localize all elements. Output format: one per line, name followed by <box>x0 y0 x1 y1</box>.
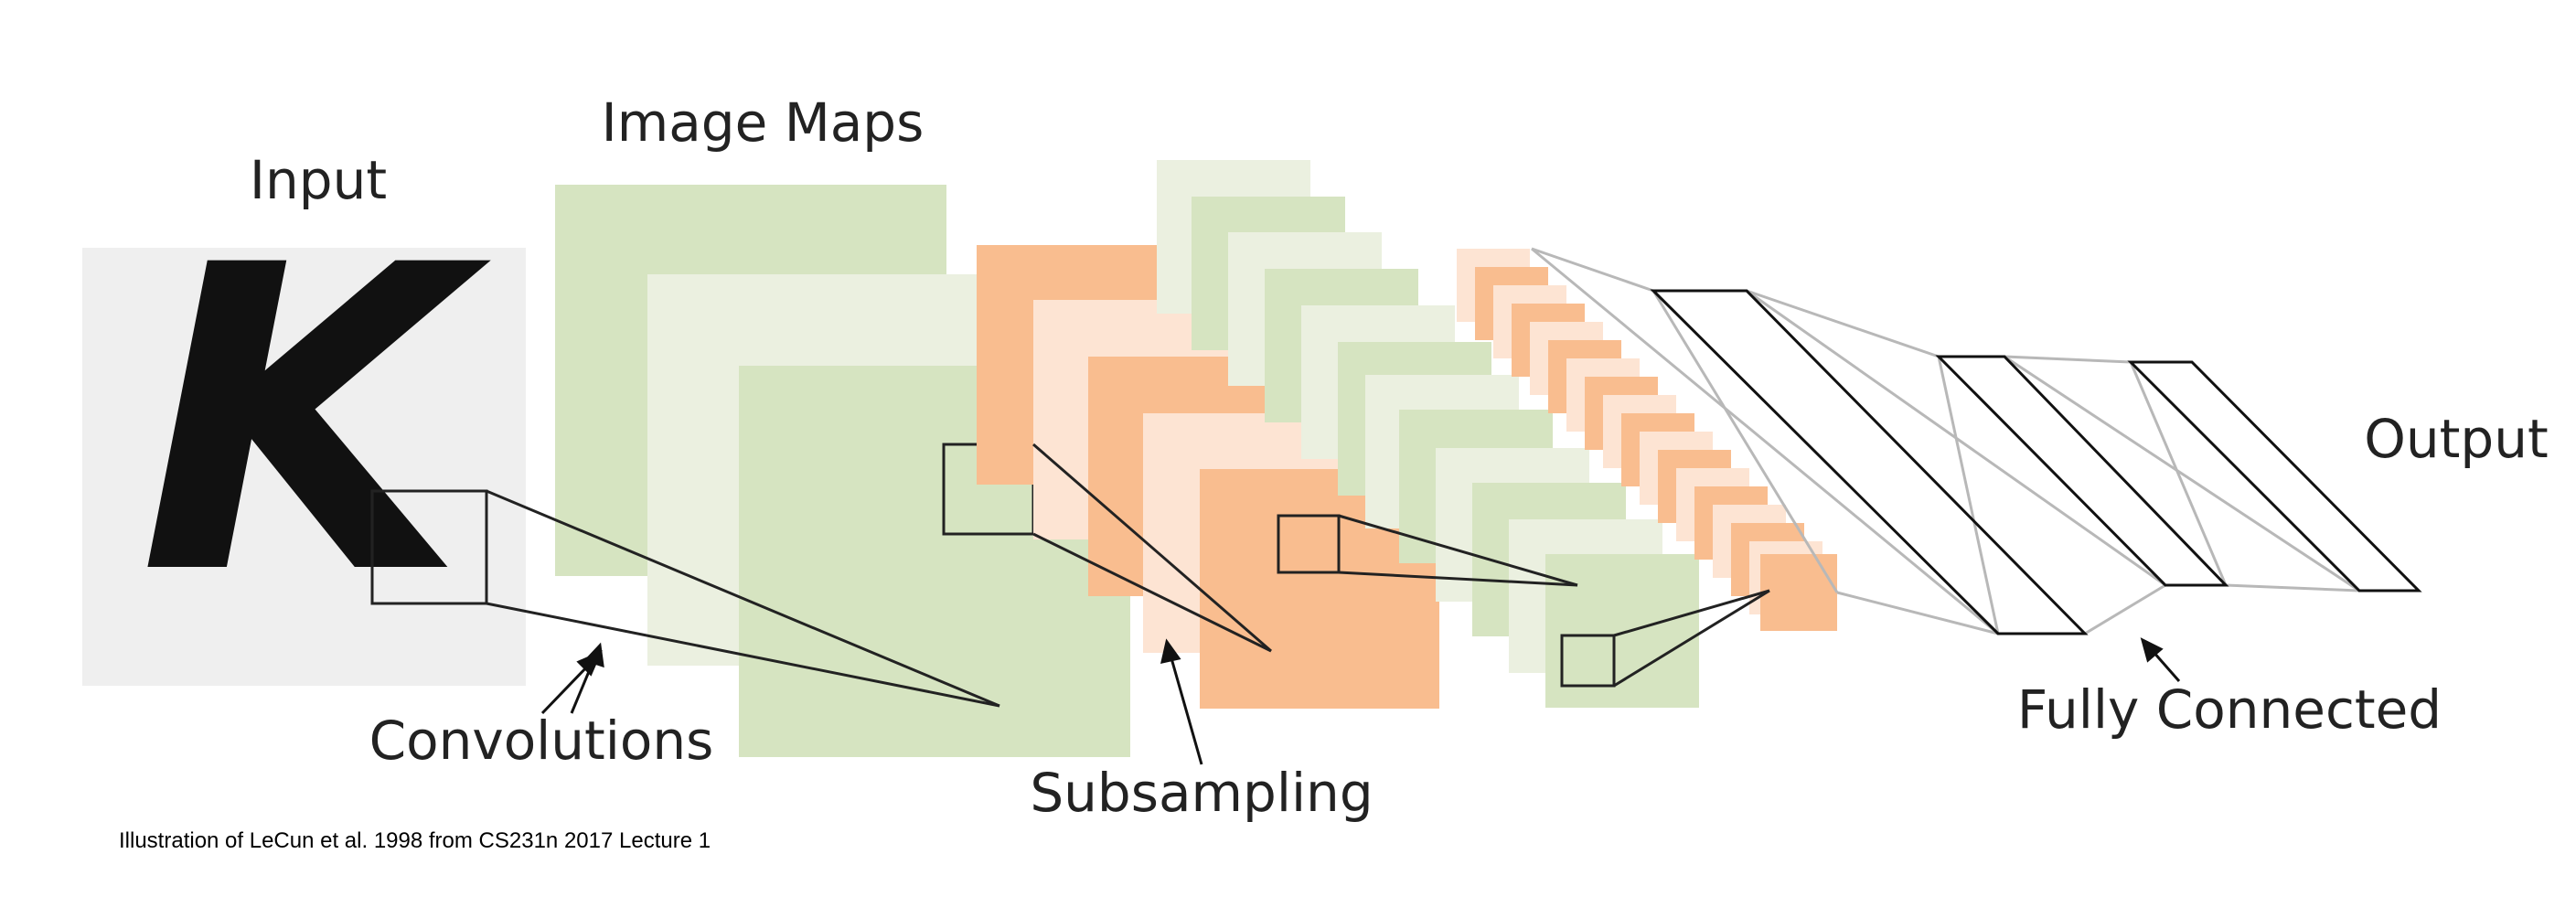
fc-layer-1 <box>1650 289 2089 635</box>
projection-line <box>1032 532 1272 653</box>
input-receptive-field <box>370 489 488 605</box>
projection-line <box>486 602 1000 708</box>
attribution-caption: Illustration of LeCun et al. 1998 from C… <box>119 828 711 853</box>
projection-line <box>1613 589 1770 688</box>
fc-connection <box>1531 247 1654 293</box>
pool2-map <box>1760 554 1837 631</box>
subsampling-arrow <box>1160 638 1203 765</box>
fc-connection <box>2004 355 2360 592</box>
arrows <box>540 637 2181 765</box>
fc-connection <box>2084 583 2166 635</box>
fully-connected-label: Fully Connected <box>2017 678 2442 741</box>
fc-connection <box>2129 361 2228 586</box>
fc-connection <box>2225 583 2360 592</box>
conv2-stack <box>1157 160 1699 708</box>
fc-connection <box>2004 355 2132 364</box>
fc-layer-2 <box>1935 355 2229 587</box>
subsampling-label: Subsampling <box>1030 762 1373 824</box>
fully-connected-arrow <box>2140 637 2181 682</box>
fc-layers <box>1650 289 2422 635</box>
input-label: Input <box>250 149 387 211</box>
image-maps-label: Image Maps <box>602 91 925 154</box>
projection-line <box>486 489 1000 708</box>
fc-connection <box>1651 290 1839 593</box>
fc-layer-3 <box>2127 360 2422 592</box>
fc-connection <box>1836 591 1999 635</box>
projection-line <box>1032 443 1272 653</box>
convolutions-label: Convolutions <box>369 710 714 772</box>
pool1-receptive-field <box>1277 514 1341 574</box>
convolutions-arrow-2 <box>570 642 604 714</box>
projection-line <box>1338 571 1578 587</box>
fc-connection <box>1937 356 2000 635</box>
input-glyph: K <box>139 177 494 667</box>
projection-line <box>1613 589 1770 637</box>
pool2-stack <box>1457 249 1837 631</box>
fc-connection <box>1746 289 1940 358</box>
conv2-receptive-field <box>1560 634 1616 688</box>
fc-connection <box>1531 247 1999 635</box>
input-panel <box>82 248 526 686</box>
projection-line <box>1338 514 1578 587</box>
fc-connections <box>1531 247 2360 635</box>
output-label: Output <box>2364 408 2548 470</box>
projection-lines <box>486 443 1770 708</box>
